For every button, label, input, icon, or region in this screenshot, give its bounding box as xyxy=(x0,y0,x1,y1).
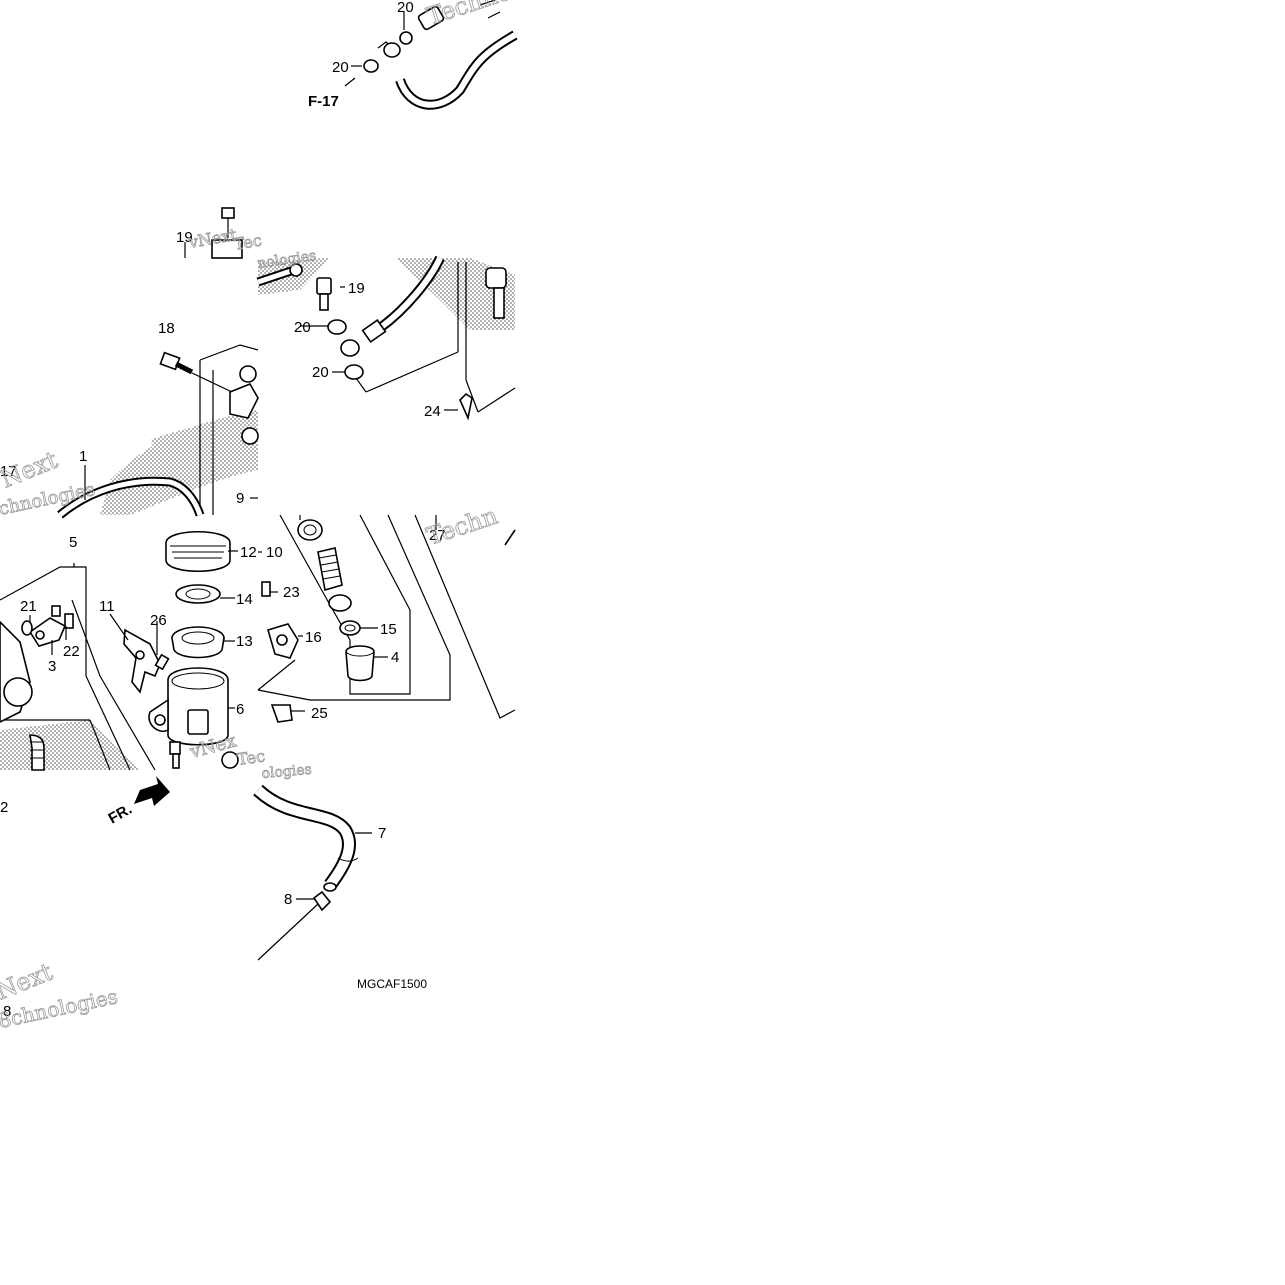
watermark: Tec xyxy=(232,230,263,254)
label-20-c: 20 xyxy=(294,319,311,336)
label-22: 22 xyxy=(63,643,80,660)
tile-mid-right xyxy=(256,255,516,421)
label-11: 11 xyxy=(99,598,115,615)
tile-lower-mid xyxy=(257,514,516,723)
watermark: Tec xyxy=(236,746,266,769)
watermark: Techno xyxy=(423,0,515,31)
label-14: 14 xyxy=(236,591,253,608)
tile-lower-left xyxy=(0,530,239,771)
label-10: 10 xyxy=(266,544,283,561)
label-23: 23 xyxy=(283,584,300,601)
reference-markers: F-17 FR. MGCAF1500 xyxy=(106,93,428,991)
label-15: 15 xyxy=(380,621,397,638)
label-5: 5 xyxy=(69,534,77,551)
label-4: 4 xyxy=(391,649,399,666)
tile-top-left xyxy=(184,207,243,259)
watermarks: Techno vNext Tec nologies Next chnologie… xyxy=(0,0,515,1033)
label-18: 18 xyxy=(158,320,175,337)
label-16: 16 xyxy=(305,629,322,646)
label-26: 26 xyxy=(150,612,167,629)
label-1: 1 xyxy=(79,448,87,465)
watermark: Next xyxy=(0,446,62,494)
watermark: Techn xyxy=(423,502,501,551)
ref-front: FR. xyxy=(106,801,135,828)
label-21: 21 xyxy=(20,598,37,615)
tile-bottom-left xyxy=(134,776,170,806)
tile-top-hose xyxy=(344,0,518,110)
label-17: 17 xyxy=(0,463,17,480)
label-27: 27 xyxy=(429,527,446,544)
diagram-code: MGCAF1500 xyxy=(357,977,427,991)
label-20-d: 20 xyxy=(312,364,329,381)
ref-f17: F-17 xyxy=(308,93,339,110)
label-20-a: 20 xyxy=(397,0,414,16)
label-3: 3 xyxy=(48,658,56,675)
label-25: 25 xyxy=(311,705,328,722)
label-partial-left: 2 xyxy=(0,799,8,816)
label-20-b: 20 xyxy=(332,59,349,76)
label-9: 9 xyxy=(236,490,244,507)
tile-bottom-mid xyxy=(253,784,372,961)
label-24: 24 xyxy=(424,403,441,420)
label-8: 8 xyxy=(284,891,292,908)
label-7: 7 xyxy=(378,825,386,842)
callout-labels: 1 3 4 5 6 7 8 9 10 11 12 13 14 15 16 17 … xyxy=(0,0,446,1020)
label-6: 6 xyxy=(236,701,244,718)
label-19-b: 19 xyxy=(348,280,365,297)
label-13: 13 xyxy=(236,633,253,650)
tile-mid-left xyxy=(57,344,259,519)
label-12: 12 xyxy=(240,544,257,561)
label-19-a: 19 xyxy=(176,229,193,246)
watermark: ologies xyxy=(261,762,312,782)
label-8-partial: 8 xyxy=(3,1003,11,1020)
